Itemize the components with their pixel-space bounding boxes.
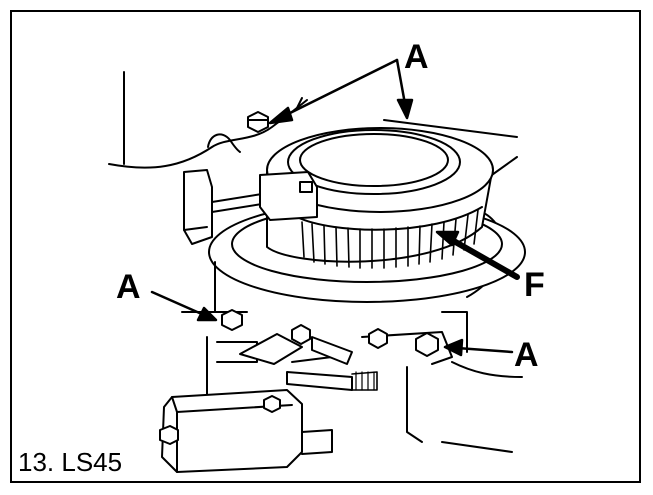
callout-f: F	[524, 266, 545, 304]
figure-frame: A A A F 13. LS45	[10, 10, 641, 483]
callout-arrows	[150, 58, 520, 357]
figure-caption: 13. LS45	[18, 447, 123, 477]
callout-a-left: A	[116, 268, 141, 306]
bolt-right	[415, 332, 439, 357]
bolt-left	[221, 309, 243, 331]
engine-illustration	[108, 58, 526, 473]
callout-a-top: A	[404, 38, 429, 76]
recoil-starter	[266, 127, 494, 269]
bolt-center	[291, 324, 388, 349]
mounting-ear	[207, 133, 241, 153]
air-cleaner-cover	[159, 389, 333, 473]
bolt-top	[247, 111, 269, 133]
dipstick-knob	[183, 169, 263, 245]
starter-handle-box	[259, 171, 318, 221]
callout-a-right: A	[514, 336, 539, 374]
